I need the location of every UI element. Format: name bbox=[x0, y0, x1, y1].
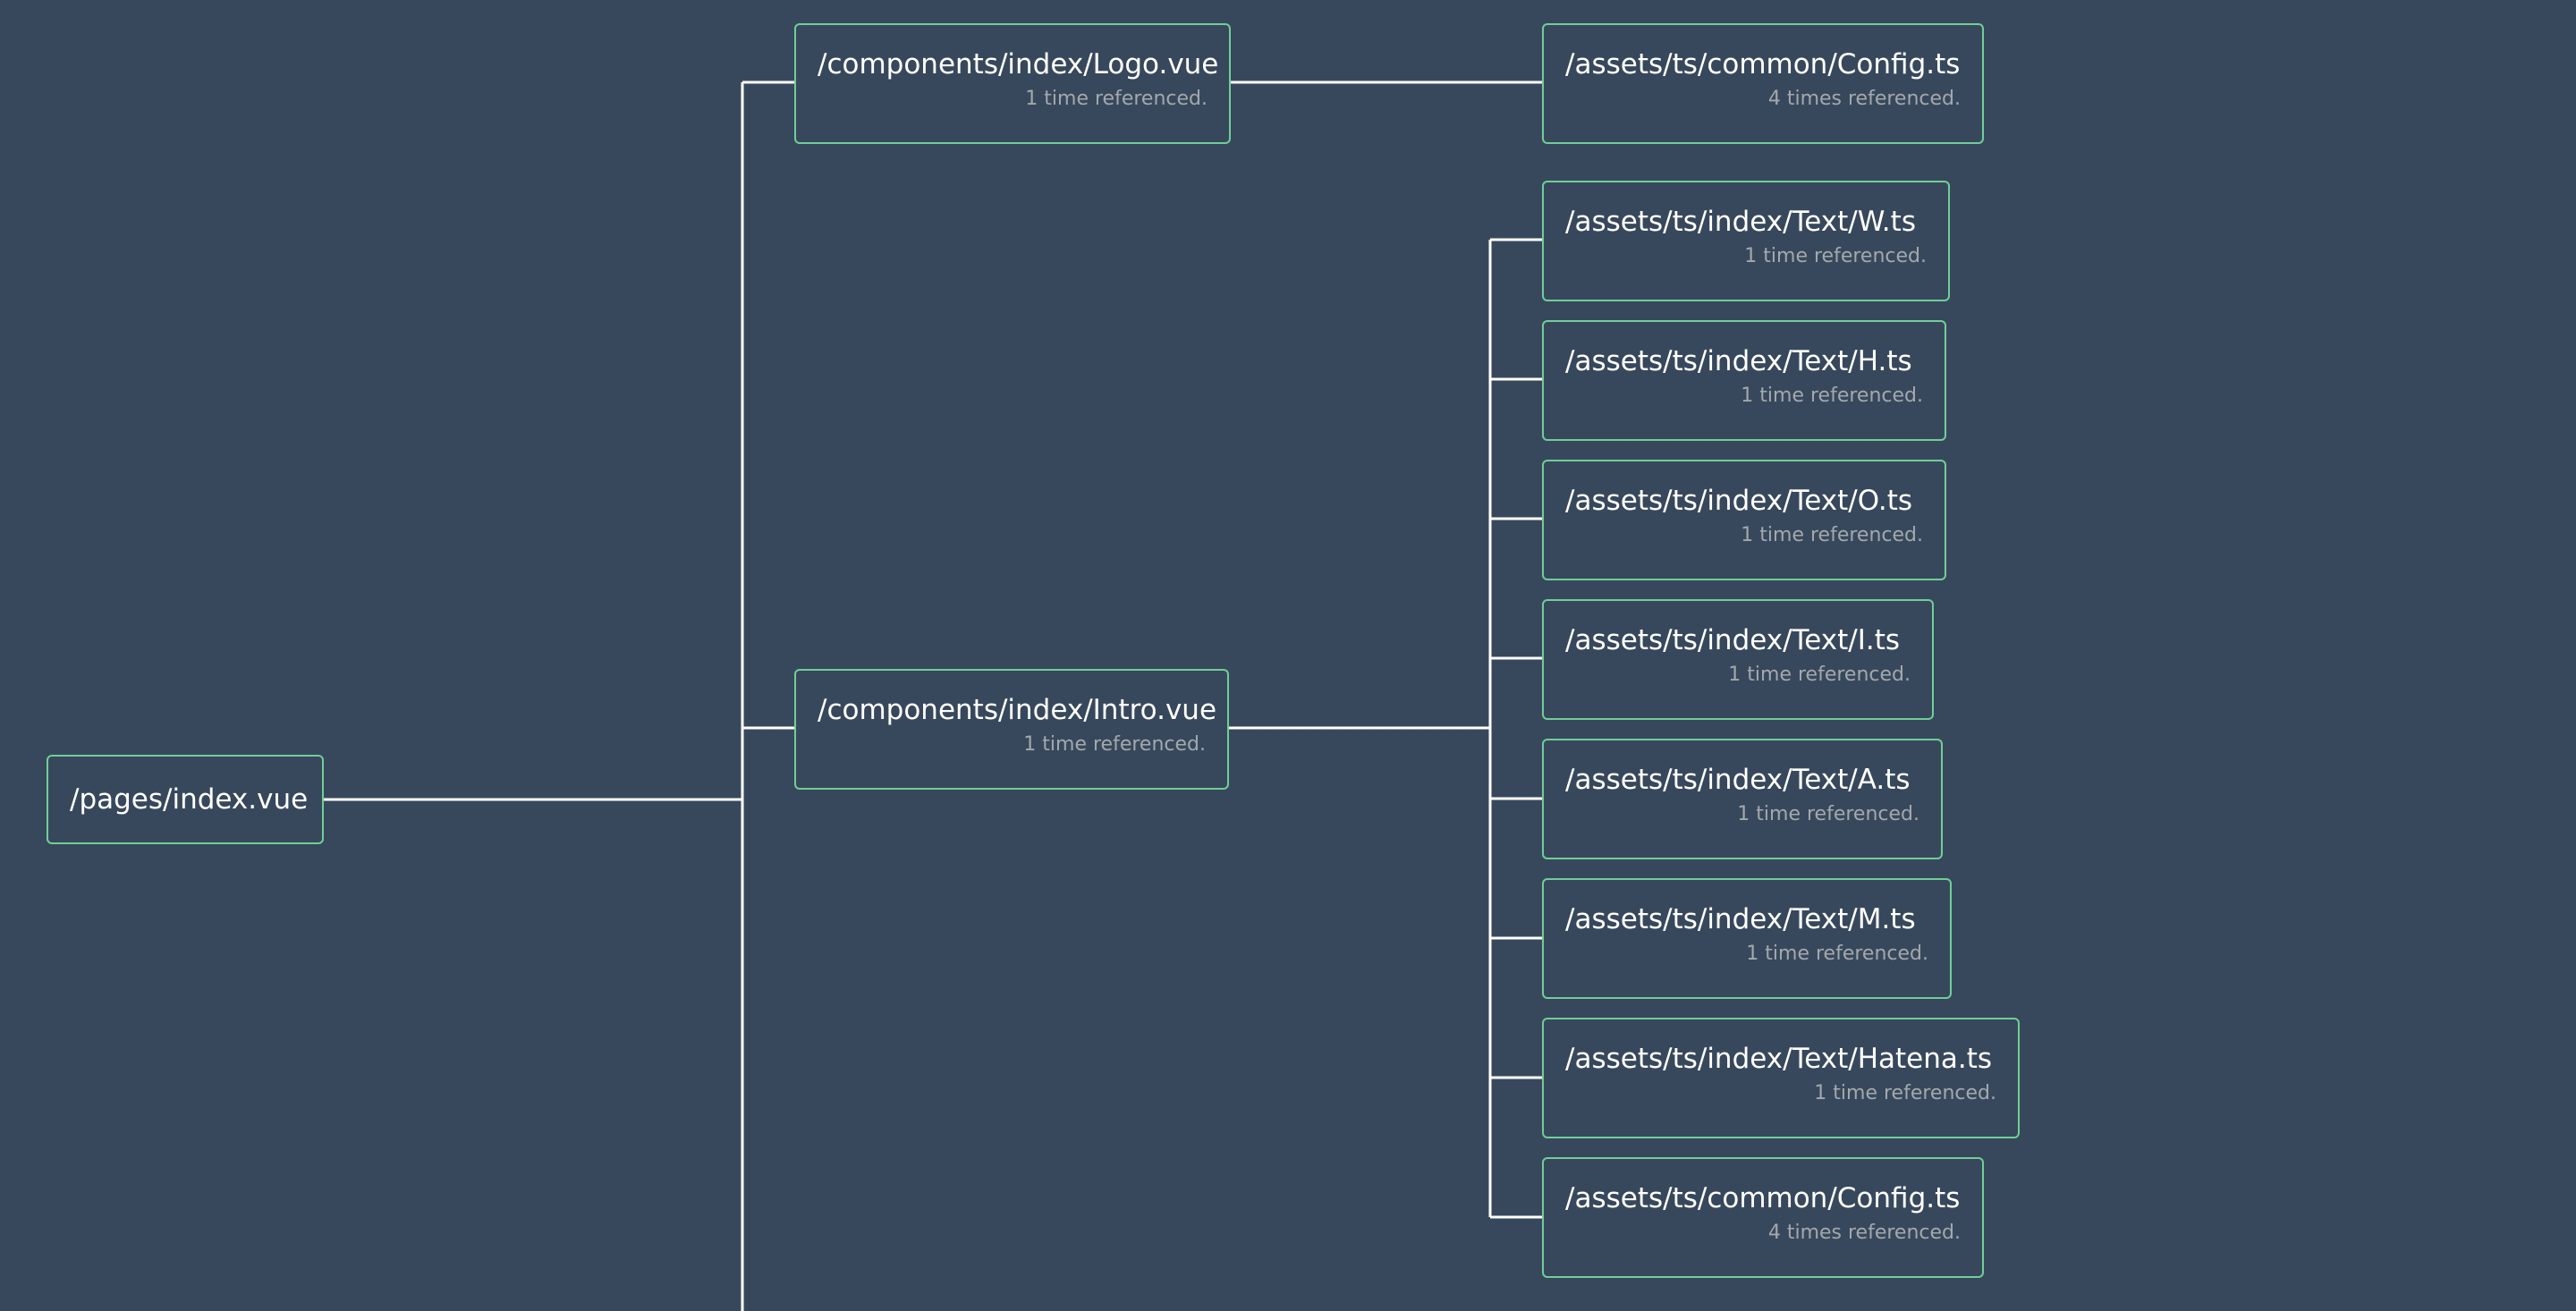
node-path: /assets/ts/index/Text/I.ts bbox=[1565, 624, 1901, 656]
reference-count: 1 time referenced. bbox=[1737, 803, 1919, 825]
reference-count: 1 time referenced. bbox=[1741, 524, 1923, 546]
node-path: /assets/ts/index/Text/M.ts bbox=[1565, 903, 1916, 935]
node-path: /assets/ts/common/Config.ts bbox=[1565, 48, 1961, 80]
reference-count: 4 times referenced. bbox=[1767, 88, 1961, 110]
node-path: /components/index/Logo.vue bbox=[818, 48, 1219, 80]
node-path: /pages/index.vue bbox=[70, 783, 309, 816]
node-path: /assets/ts/index/Text/H.ts bbox=[1565, 345, 1912, 377]
dependency-node-a[interactable]: /assets/ts/index/Text/A.ts 1 time refere… bbox=[1542, 739, 1943, 859]
dependency-node-hatena[interactable]: /assets/ts/index/Text/Hatena.ts 1 time r… bbox=[1542, 1018, 2020, 1138]
component-node-intro[interactable]: /components/index/Intro.vue 1 time refer… bbox=[794, 669, 1229, 790]
node-path: /assets/ts/common/Config.ts bbox=[1565, 1182, 1961, 1214]
node-path: /assets/ts/index/Text/Hatena.ts bbox=[1565, 1043, 1993, 1075]
reference-count: 1 time referenced. bbox=[1728, 664, 1911, 686]
reference-count: 1 time referenced. bbox=[1025, 88, 1208, 110]
reference-count: 1 time referenced. bbox=[1741, 385, 1923, 407]
node-path: /assets/ts/index/Text/O.ts bbox=[1565, 485, 1913, 517]
dependency-node-h[interactable]: /assets/ts/index/Text/H.ts 1 time refere… bbox=[1542, 320, 1946, 441]
reference-count: 1 time referenced. bbox=[1814, 1082, 1996, 1104]
node-path: /assets/ts/index/Text/W.ts bbox=[1565, 206, 1916, 238]
reference-count: 1 time referenced. bbox=[1023, 733, 1206, 756]
root-node[interactable]: /pages/index.vue bbox=[47, 755, 324, 844]
node-path: /components/index/Intro.vue bbox=[818, 694, 1217, 726]
node-path: /assets/ts/index/Text/A.ts bbox=[1565, 764, 1911, 796]
reference-count: 1 time referenced. bbox=[1744, 245, 1927, 267]
reference-count: 1 time referenced. bbox=[1746, 943, 1928, 965]
dependency-node-config[interactable]: /assets/ts/common/Config.ts 4 times refe… bbox=[1542, 23, 1984, 144]
dependency-node-w[interactable]: /assets/ts/index/Text/W.ts 1 time refere… bbox=[1542, 181, 1950, 301]
dependency-node-m[interactable]: /assets/ts/index/Text/M.ts 1 time refere… bbox=[1542, 878, 1952, 999]
dependency-node-config[interactable]: /assets/ts/common/Config.ts 4 times refe… bbox=[1542, 1157, 1984, 1278]
dependency-node-i[interactable]: /assets/ts/index/Text/I.ts 1 time refere… bbox=[1542, 599, 1934, 720]
component-node-logo[interactable]: /components/index/Logo.vue 1 time refere… bbox=[794, 23, 1231, 144]
dependency-node-o[interactable]: /assets/ts/index/Text/O.ts 1 time refere… bbox=[1542, 460, 1946, 580]
reference-count: 4 times referenced. bbox=[1767, 1222, 1961, 1244]
